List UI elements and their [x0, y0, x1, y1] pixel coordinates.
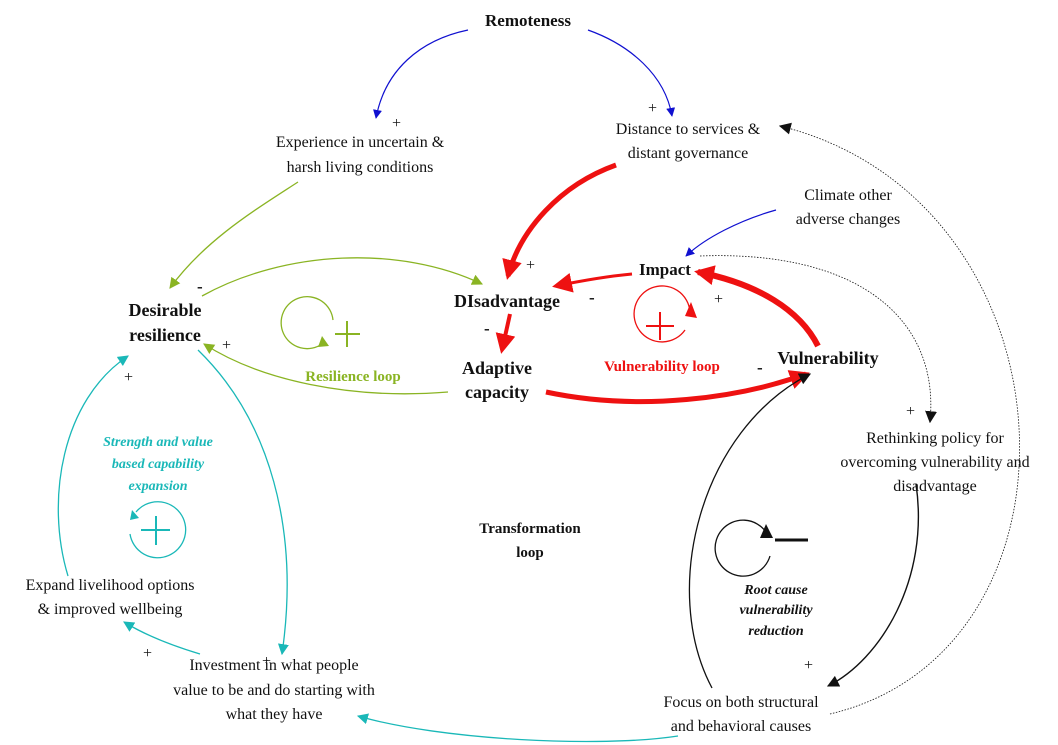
- node-investment-line1: Investment in what people: [189, 657, 358, 674]
- vulnerability-loop-label: Vulnerability loop: [604, 359, 720, 375]
- node-expand: Expand livelihood options & improved wel…: [26, 577, 195, 618]
- link-desirable-disadvantage: [201, 257, 483, 297]
- resilience-loop-icon: [280, 296, 360, 350]
- node-adaptive-line2: capacity: [465, 382, 529, 402]
- link-impact-disadvantage: [552, 272, 633, 293]
- transformation-label-line2: loop: [516, 545, 544, 561]
- strength-loop-icon: [129, 501, 187, 559]
- node-distance-line1: Distance to services &: [616, 121, 761, 138]
- strength-label-line2: based capability: [112, 457, 205, 472]
- node-rethinking-line3: disadvantage: [893, 478, 977, 495]
- node-investment-line3: what they have: [226, 706, 323, 723]
- node-expand-line2: & improved wellbeing: [38, 601, 183, 618]
- node-adaptive-capacity: Adaptive capacity: [462, 358, 532, 402]
- polarity-signs: + + + - - - + + - + + + + +: [124, 100, 915, 674]
- root-label-line2: vulnerability: [739, 603, 813, 618]
- link-adaptive-vulnerability: [545, 370, 810, 405]
- root-label-line1: Root cause: [743, 583, 807, 598]
- node-adaptive-line1: Adaptive: [462, 358, 532, 378]
- node-vulnerability: Vulnerability: [777, 348, 878, 368]
- link-vulnerability-impact: [694, 265, 821, 348]
- sign-disadvantage-in: +: [526, 257, 535, 274]
- transformation-label-line1: Transformation: [479, 521, 581, 537]
- strength-label-line1: Strength and value: [103, 435, 213, 450]
- node-focus-line2: and behavioral causes: [671, 718, 811, 735]
- sign-rethinking: +: [906, 403, 915, 420]
- node-rethinking: Rethinking policy for overcoming vulnera…: [840, 430, 1029, 495]
- link-remoteness-experience: [373, 29, 469, 119]
- node-distance-line2: distant governance: [628, 145, 748, 162]
- link-adaptive-desirable: [203, 343, 449, 395]
- node-experience-line2: harsh living conditions: [287, 159, 434, 176]
- link-disadvantage-adaptive: [495, 313, 516, 354]
- sign-impact-out: -: [589, 288, 595, 307]
- sign-desirable-out: -: [197, 277, 203, 296]
- transformation-loop-label: Transformation loop: [479, 521, 581, 561]
- node-experience: Experience in uncertain & harsh living c…: [276, 134, 445, 176]
- link-focus-investment: [356, 713, 679, 743]
- link-distance-disadvantage: [502, 162, 617, 280]
- root-cause-loop-icon: [714, 519, 808, 577]
- node-expand-line1: Expand livelihood options: [26, 577, 195, 594]
- node-distance: Distance to services & distant governanc…: [616, 121, 761, 162]
- node-experience-line1: Experience in uncertain &: [276, 134, 445, 151]
- link-impact-rethinking: [699, 255, 938, 424]
- node-focus-line1: Focus on both structural: [663, 694, 819, 711]
- node-investment-line2: value to be and do starting with: [173, 682, 375, 699]
- sign-adaptive-in: -: [484, 319, 490, 338]
- node-rethinking-line2: overcoming vulnerability and: [840, 454, 1029, 471]
- strength-label-line3: expansion: [128, 479, 187, 494]
- sign-expand: +: [143, 645, 152, 662]
- sign-desirable-in: +: [222, 337, 231, 354]
- node-focus: Focus on both structural and behavioral …: [663, 694, 819, 735]
- link-remoteness-distance: [587, 29, 676, 117]
- link-investment-expand: [123, 621, 201, 655]
- root-cause-loop-label: Root cause vulnerability reduction: [739, 583, 813, 639]
- node-desirable-resilience: Desirable resilience: [129, 300, 202, 345]
- sign-impact-in: +: [714, 291, 723, 308]
- node-remoteness: Remoteness: [485, 11, 571, 30]
- link-climate-impact: [685, 209, 777, 257]
- node-desirable-line2: resilience: [129, 325, 201, 345]
- strength-loop-label: Strength and value based capability expa…: [103, 435, 213, 494]
- link-desirable-investment: [197, 349, 289, 656]
- sign-investment: +: [262, 653, 271, 670]
- link-rethinking-focus: [826, 483, 920, 687]
- node-climate: Climate other adverse changes: [796, 187, 900, 228]
- link-experience-desirable: [169, 181, 299, 289]
- node-disadvantage: DIsadvantage: [454, 291, 560, 311]
- sign-focus: +: [804, 657, 813, 674]
- sign-vulnerability-in: -: [757, 358, 763, 377]
- node-desirable-line1: Desirable: [129, 300, 202, 320]
- sign-experience: +: [392, 115, 401, 132]
- sign-desirable-teal: +: [124, 369, 133, 386]
- sign-distance: +: [648, 100, 657, 117]
- link-focus-vulnerability: [688, 373, 812, 689]
- node-climate-line2: adverse changes: [796, 211, 900, 228]
- link-expand-desirable: [57, 355, 129, 577]
- root-label-line3: reduction: [748, 624, 803, 639]
- resilience-loop-label: Resilience loop: [305, 369, 400, 385]
- node-investment: Investment in what people value to be an…: [173, 657, 375, 723]
- node-impact: Impact: [639, 260, 691, 279]
- vulnerability-loop-icon: [633, 285, 697, 343]
- node-climate-line1: Climate other: [804, 187, 892, 204]
- node-rethinking-line1: Rethinking policy for: [866, 430, 1004, 447]
